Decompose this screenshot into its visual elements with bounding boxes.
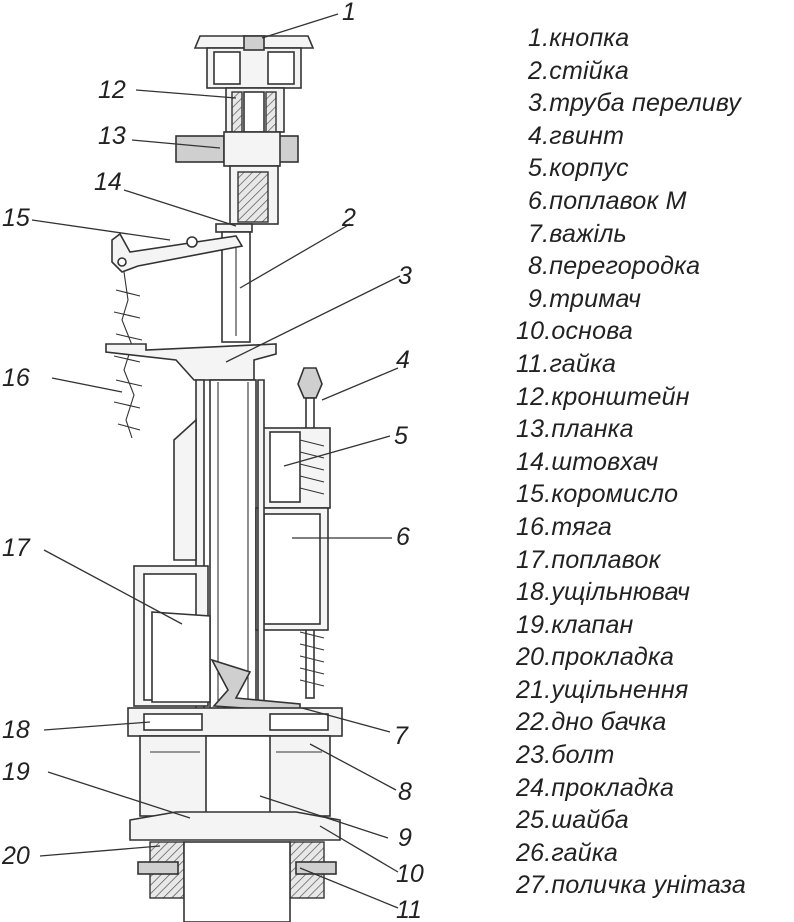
legend-item: 22.дно бачка — [516, 708, 667, 737]
callout-7: 7 — [394, 722, 409, 750]
legend-item: 16.тяга — [516, 512, 613, 541]
callout-1: 1 — [342, 0, 356, 26]
housing — [261, 427, 331, 687]
callouts: 1 2 3 4 5 6 7 8 9 10 11 12 13 14 15 16 1… — [1, 0, 424, 922]
bracket — [225, 87, 285, 133]
legend-item: 14.штовхач — [516, 447, 659, 476]
legend-item: 7.важіль — [528, 219, 627, 248]
callout-19: 19 — [2, 758, 30, 786]
legend-item: 18.ущільнювач — [516, 578, 691, 607]
legend-item: 25.шайба — [516, 806, 629, 835]
legend-item: 19.клапан — [516, 610, 634, 639]
callout-15: 15 — [2, 204, 30, 232]
parts-legend: 1.кнопка 2.стійка 3.труба переливу 4.гви… — [516, 22, 794, 902]
callout-14: 14 — [94, 168, 122, 196]
legend-item: 9.тримач — [528, 284, 642, 313]
leader-lines — [31, 13, 401, 909]
legend-item: 26.гайка — [516, 838, 618, 867]
rocker-arm — [111, 232, 244, 273]
callout-20: 20 — [1, 842, 30, 870]
legend-item: 4.гвинт — [528, 121, 625, 150]
legend-item: 24.прокладка — [516, 773, 675, 802]
seal-band — [127, 707, 343, 737]
legend-item: 8.перегородка — [528, 252, 701, 281]
legend-item: 5.корпус — [528, 154, 629, 183]
float-m — [255, 507, 329, 631]
push-button — [193, 35, 315, 89]
legend-item: 17.поплавок — [516, 545, 661, 574]
legend-item: 20.прокладка — [516, 643, 675, 672]
callout-12: 12 — [98, 76, 126, 104]
legend-item: 21.ущільнення — [516, 675, 689, 704]
callout-10: 10 — [396, 860, 424, 888]
legend-item: 13.планка — [516, 415, 634, 444]
post — [215, 223, 253, 343]
lower-body — [139, 735, 331, 817]
callout-9: 9 — [398, 824, 412, 852]
callout-11: 11 — [396, 896, 422, 922]
callout-13: 13 — [98, 122, 126, 150]
legend-item: 23.болт — [516, 741, 615, 770]
pusher — [229, 165, 279, 225]
callout-6: 6 — [396, 523, 410, 551]
legend-item: 10.основа — [516, 317, 634, 346]
callout-3: 3 — [398, 262, 412, 290]
legend-item: 2.стійка — [528, 56, 629, 85]
callout-2: 2 — [341, 204, 356, 232]
legend-item: 11.гайка — [516, 349, 617, 378]
callout-4: 4 — [396, 346, 410, 374]
plate — [175, 131, 299, 167]
callout-16: 16 — [2, 364, 30, 392]
callout-8: 8 — [398, 778, 412, 806]
pull-rod — [113, 271, 143, 439]
base-and-nut — [129, 811, 341, 922]
legend-item: 6.поплавок М — [528, 186, 687, 215]
legend-item: 3.труба переливу — [528, 89, 741, 118]
float — [133, 565, 211, 707]
callout-5: 5 — [394, 422, 408, 450]
legend-item: 27.поличка унітаза — [516, 871, 747, 900]
legend-item: 1.кнопка — [528, 24, 630, 52]
callout-18: 18 — [2, 716, 30, 744]
legend-item: 15.коромисло — [516, 480, 679, 509]
callout-17: 17 — [2, 534, 31, 562]
legend-item: 12.кронштейн — [516, 382, 690, 411]
